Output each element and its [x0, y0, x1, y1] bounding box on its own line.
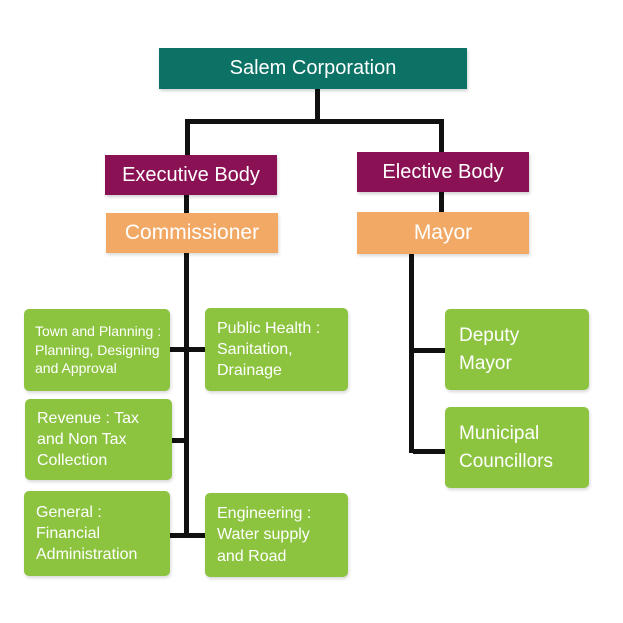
- node-town-and-planning: Town and Planning : Planning, Designing …: [24, 309, 170, 391]
- node-municipal-councillors: Municipal Councillors: [445, 407, 589, 488]
- node-elective-body: Elective Body: [357, 152, 529, 192]
- node-mayor: Mayor: [357, 212, 529, 254]
- connector-executive-commissioner: [184, 194, 189, 214]
- connector-root-vertical: [315, 88, 320, 122]
- connector-elective-mayor: [439, 191, 444, 213]
- connector-stub-municipal-councillors: [413, 449, 445, 454]
- connector-elective-drop: [439, 119, 444, 154]
- node-salem-corporation: Salem Corporation: [159, 48, 467, 89]
- node-public-health: Public Health : Sanitation, Drainage: [205, 308, 348, 391]
- connector-commissioner-trunk: [184, 252, 189, 538]
- node-revenue: Revenue : Tax and Non Tax Collection: [25, 399, 172, 480]
- connector-top-horizontal: [185, 119, 444, 124]
- connector-mayor-trunk: [409, 253, 414, 453]
- node-engineering: Engineering : Water supply and Road: [205, 493, 348, 577]
- connector-stub-town-planning: [169, 347, 205, 352]
- node-executive-body: Executive Body: [105, 155, 277, 195]
- connector-stub-deputy-mayor: [413, 348, 445, 353]
- node-general: General : Financial Administration: [24, 491, 170, 576]
- connector-stub-revenue: [171, 438, 189, 443]
- connector-executive-drop: [185, 119, 190, 157]
- node-commissioner: Commissioner: [106, 213, 278, 253]
- connector-stub-general: [169, 533, 205, 538]
- node-deputy-mayor: Deputy Mayor: [445, 309, 589, 390]
